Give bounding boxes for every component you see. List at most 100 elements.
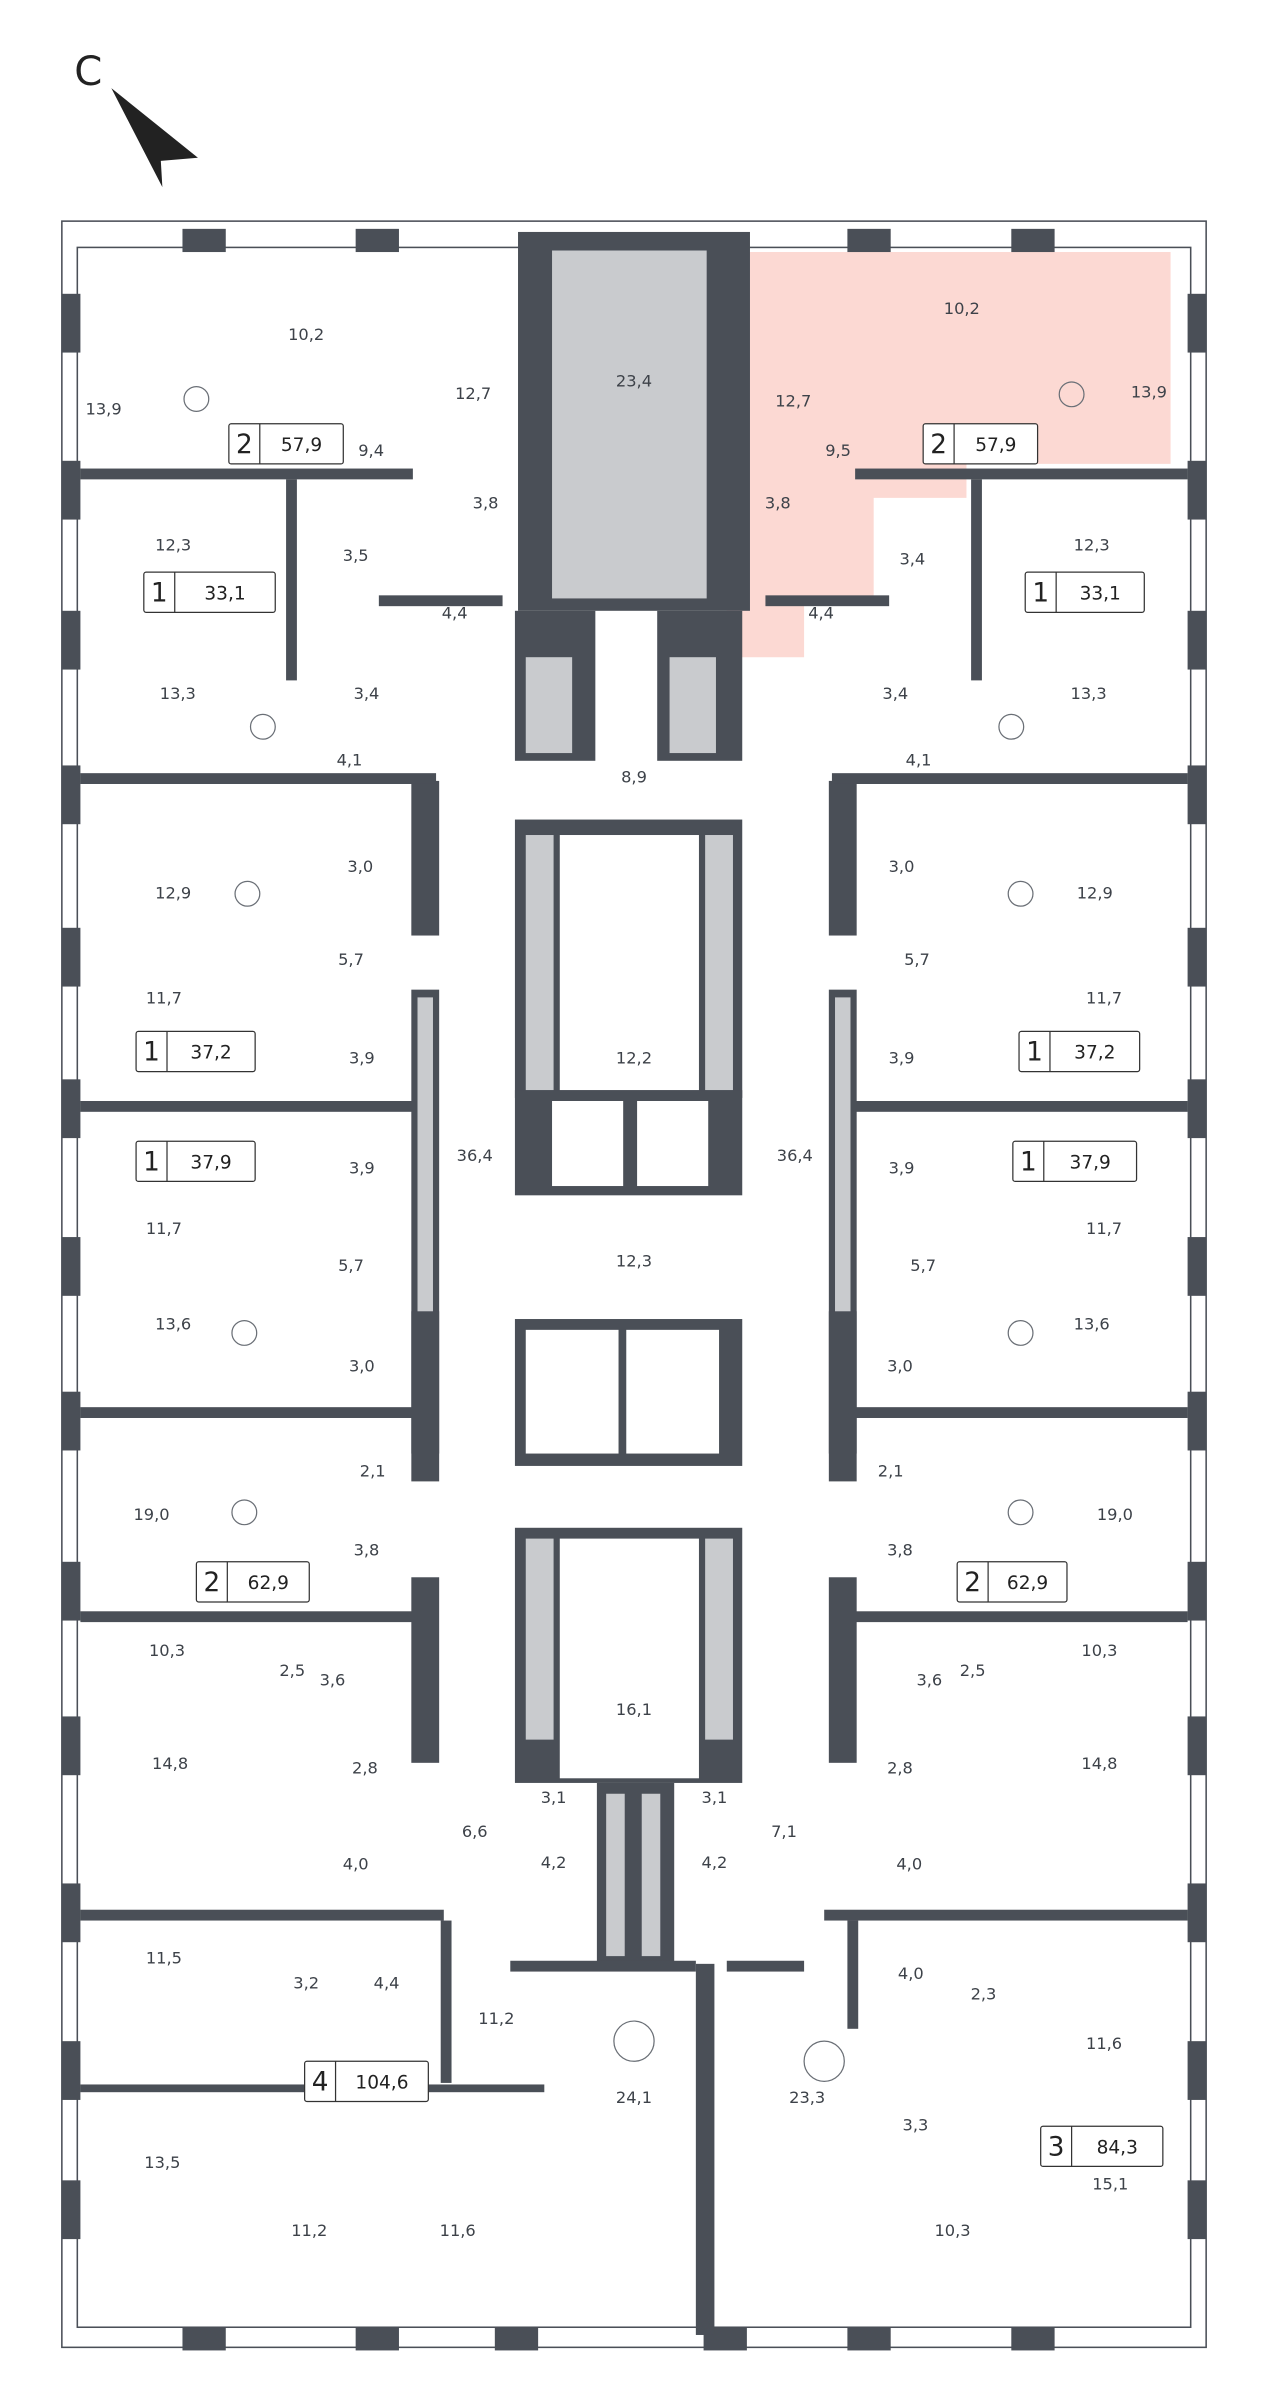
room-area: 3,8	[887, 1540, 913, 1559]
apartment-room-count: 3	[1048, 2132, 1065, 2162]
room-area: 2,3	[971, 1984, 997, 2003]
apartment-total-area: 37,9	[1070, 1152, 1111, 1173]
room-area: 5,7	[338, 1256, 364, 1275]
room-area: 19,0	[1097, 1505, 1133, 1524]
apartment-room-count: 1	[1026, 1038, 1043, 1068]
apartment-total-area: 57,9	[975, 435, 1016, 456]
apartment-room-count: 4	[312, 2067, 329, 2097]
room-area: 11,2	[478, 2009, 514, 2028]
room-area: 3,5	[343, 546, 369, 565]
room-area: 3,9	[889, 1159, 915, 1178]
room-area: 13,5	[144, 2153, 180, 2172]
dining-table-icons	[183, 381, 1085, 2082]
room-area: 4,0	[896, 1854, 922, 1873]
room-area: 11,5	[146, 1949, 182, 1968]
room-area: 11,6	[440, 2221, 476, 2240]
apartment-badge-frame	[143, 571, 276, 613]
apartment-badge-frame	[922, 423, 1039, 465]
room-area: 3,0	[349, 1356, 375, 1375]
room-area: 11,7	[1086, 1219, 1122, 1238]
room-area: 10,2	[288, 325, 324, 344]
compass-arrow-icon	[111, 88, 198, 188]
room-area: 10,3	[1081, 1641, 1117, 1660]
room-area: 12,7	[775, 392, 811, 411]
room-area: 9,5	[825, 441, 851, 460]
room-area: 4,4	[442, 603, 468, 622]
room-area: 14,8	[1081, 1754, 1117, 1773]
apartment-total-area: 37,2	[190, 1043, 231, 1064]
room-area: 3,1	[702, 1788, 728, 1807]
room-area: 9,4	[358, 441, 384, 460]
apartment-total-area: 37,9	[190, 1152, 231, 1173]
room-area: 2,1	[878, 1462, 904, 1481]
room-area: 4,0	[898, 1964, 924, 1983]
apartment-total-area: 62,9	[1007, 1573, 1048, 1594]
room-area-labels: 13,9 10,2 12,7 23,4 9,4 3,8 3,5 4,4 12,3…	[86, 299, 1167, 2240]
room-area: 10,3	[149, 1641, 185, 1660]
room-area: 3,4	[354, 684, 380, 703]
room-area: 4,1	[337, 750, 363, 769]
apartment-room-count: 1	[143, 1038, 160, 1068]
compass-north-label: С	[74, 49, 102, 95]
room-area: 3,0	[887, 1356, 913, 1375]
apartment-total-area: 84,3	[1097, 2137, 1138, 2158]
room-area: 3,9	[349, 1159, 375, 1178]
apartment-room-count: 2	[930, 430, 947, 460]
apartment-room-count: 2	[203, 1568, 220, 1598]
room-area: 4,4	[374, 1973, 400, 1992]
room-area: 3,3	[903, 2116, 929, 2135]
apartment-badge-frame	[228, 423, 344, 465]
room-area: 3,9	[349, 1049, 375, 1068]
room-area: 2,5	[960, 1661, 986, 1680]
room-area: 12,3	[616, 1251, 652, 1270]
apartment-room-count: 1	[143, 1147, 160, 1177]
room-area: 13,9	[1131, 382, 1167, 401]
apartment-room-count: 2	[964, 1568, 981, 1598]
room-area: 4,2	[541, 1853, 567, 1872]
room-area: 12,3	[155, 535, 191, 554]
apartment-total-area: 33,1	[1080, 583, 1121, 604]
room-area: 3,8	[765, 494, 791, 513]
room-area: 3,1	[541, 1788, 567, 1807]
apartment-badge[interactable]: 4 104,6	[304, 2060, 429, 2103]
room-area: 4,1	[906, 750, 932, 769]
room-area: 3,9	[889, 1049, 915, 1068]
room-area: 36,4	[457, 1146, 493, 1165]
apartment-total-area: 57,9	[281, 435, 322, 456]
room-area: 11,7	[146, 1219, 182, 1238]
room-area: 2,5	[279, 1661, 305, 1680]
room-area: 36,4	[777, 1146, 813, 1165]
room-area: 10,2	[944, 299, 980, 318]
room-area: 11,2	[291, 2221, 327, 2240]
apartment-badge-frame	[956, 1561, 1068, 1603]
apartment-badge-frame	[135, 1140, 256, 1183]
room-area: 14,8	[152, 1754, 188, 1773]
apartment-badge-frame	[1024, 571, 1145, 613]
room-area: 3,6	[916, 1670, 942, 1689]
room-area: 11,7	[146, 988, 182, 1007]
room-area: 12,7	[455, 384, 491, 403]
room-area: 24,1	[616, 2088, 652, 2107]
apartment-total-area: 33,1	[204, 583, 245, 604]
apartment-total-area: 104,6	[355, 2072, 408, 2093]
room-area: 4,4	[808, 603, 834, 622]
apartment-total-area: 37,2	[1074, 1043, 1115, 1064]
room-area: 5,7	[904, 950, 930, 969]
walls	[61, 228, 1207, 2351]
apartment-room-count: 1	[151, 578, 168, 608]
room-area: 13,6	[155, 1315, 191, 1334]
apartment-total-area: 62,9	[248, 1573, 289, 1594]
room-area: 12,9	[1077, 883, 1113, 902]
